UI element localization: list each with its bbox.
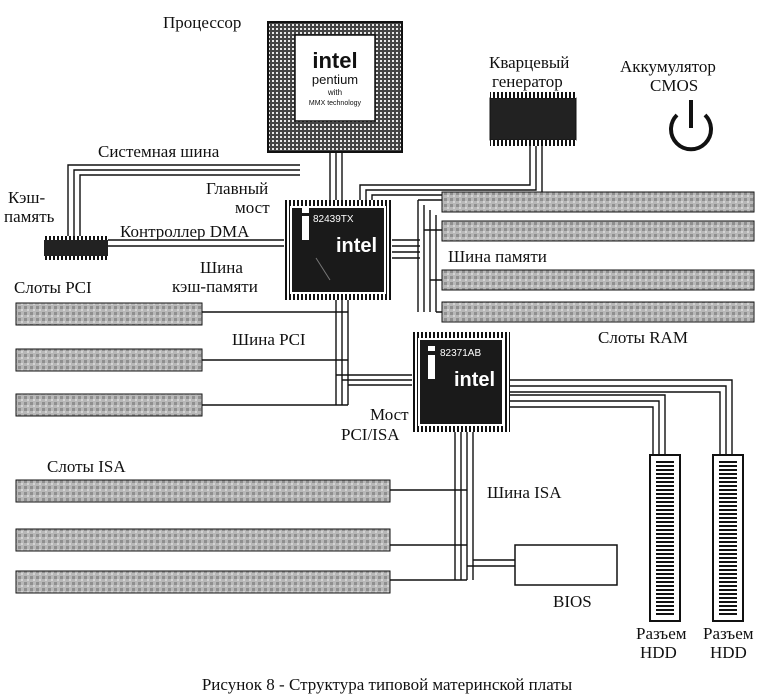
pci-slot	[15, 393, 203, 417]
hdd-connector-2	[712, 454, 744, 622]
label-pci-bus: Шина PCI	[232, 330, 306, 349]
label-clock-1: Кварцевый	[489, 53, 569, 72]
label-memory-bus: Шина памяти	[448, 247, 547, 266]
label-main-bridge-1: Главный	[206, 179, 268, 198]
ram-slots	[441, 191, 755, 323]
memory-bus	[386, 199, 442, 313]
label-isa-slots: Слоты ISA	[47, 457, 126, 476]
cpu-brand: intel	[312, 48, 357, 73]
ram-slot	[441, 191, 755, 213]
south-model: 82371AB	[440, 348, 481, 359]
label-dma: Контроллер DMA	[120, 222, 250, 241]
label-clock-2: генератор	[492, 72, 563, 91]
label-main-bridge-2: мост	[235, 198, 270, 217]
hdd-bus	[505, 379, 733, 455]
figure-caption: Рисунок 8 - Структура типовой материнско…	[202, 675, 573, 694]
hdd-connector-1	[649, 454, 681, 622]
cpu-bus	[329, 150, 343, 205]
label-cache-1: Кэш-	[8, 188, 46, 207]
bus-lines	[67, 140, 733, 581]
isa-slot	[15, 570, 391, 594]
bios-chip	[514, 544, 618, 586]
label-ram-slots: Слоты RAM	[598, 328, 688, 347]
pci-slot	[15, 302, 203, 326]
north-brand: intel	[336, 235, 377, 257]
cpu-chip: intel pentium with MMX technology	[267, 21, 403, 153]
ram-slot	[441, 269, 755, 291]
clock-generator	[489, 92, 577, 146]
label-cmos-1: Аккумулятор	[620, 57, 716, 76]
cpu-name: pentium	[312, 72, 358, 87]
system-bus-line	[67, 164, 300, 240]
isa-slot	[15, 528, 391, 552]
label-cache-2: память	[4, 207, 55, 226]
cpu-sub1: with	[327, 88, 342, 97]
cpu-sub2: MMX technology	[309, 100, 362, 107]
south-brand: intel	[454, 369, 495, 391]
cache-chip	[44, 236, 108, 260]
south-bridge-chip: 82371AB intel	[412, 332, 510, 432]
label-hdd1-2: HDD	[640, 643, 677, 662]
label-pci-isa-1: Мост	[370, 405, 409, 424]
label-bios: BIOS	[553, 592, 592, 611]
isa-bus	[390, 430, 515, 581]
isa-slots	[15, 479, 391, 594]
pci-bus	[200, 296, 418, 406]
label-cache-bus-1: Шина	[200, 258, 243, 277]
ram-slot	[441, 220, 755, 242]
cmos-battery	[669, 100, 713, 152]
label-hdd1-1: Разъем	[636, 624, 687, 643]
label-cmos-2: CMOS	[650, 76, 698, 95]
north-bridge-chip: 82439TX intel	[284, 200, 392, 300]
ram-slot	[441, 301, 755, 323]
label-pci-isa-2: PCI/ISA	[341, 425, 400, 444]
label-hdd2-1: Разъем	[703, 624, 754, 643]
label-system-bus: Системная шина	[98, 142, 220, 161]
label-pci-slots: Слоты PCI	[14, 278, 92, 297]
cache-bus	[108, 239, 290, 247]
isa-slot	[15, 479, 391, 503]
pci-slot	[15, 348, 203, 372]
label-cache-bus-2: кэш-памяти	[172, 277, 258, 296]
label-cpu: Процессор	[163, 13, 241, 32]
label-isa-bus: Шина ISA	[487, 483, 562, 502]
north-model: 82439TX	[313, 214, 354, 225]
pci-slots	[15, 302, 203, 417]
label-hdd2-2: HDD	[710, 643, 747, 662]
